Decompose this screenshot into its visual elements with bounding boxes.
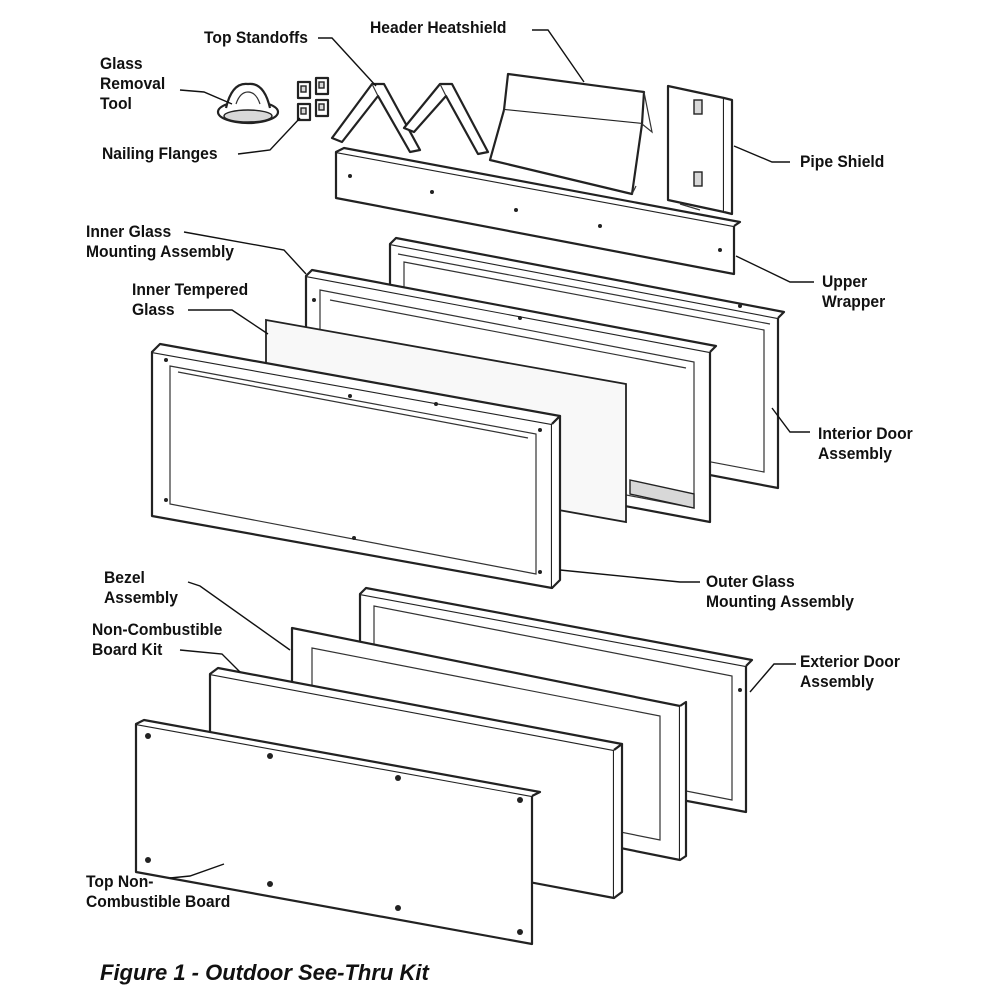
upper-wrapper-part xyxy=(334,146,742,276)
leader-lines xyxy=(169,29,814,879)
label-nailing-flanges: Nailing Flanges xyxy=(102,144,218,163)
label-inner-tempered-glass-line1: Inner Tempered xyxy=(132,280,249,299)
label-header-heatshield: Header Heatshield xyxy=(370,18,507,37)
label-pipe-shield: Pipe Shield xyxy=(800,152,885,171)
label-non-combustible-board-kit: Non-Combustible Board Kit xyxy=(92,620,222,660)
figure-caption: Figure 1 - Outdoor See-Thru Kit xyxy=(100,960,429,985)
label-top-non-combustible-board-line1: Top Non- xyxy=(86,872,154,891)
label-exterior-door-assembly: Exterior Door Assembly xyxy=(800,652,900,692)
label-bezel-assembly-line2: Assembly xyxy=(104,588,178,607)
label-glass-removal-tool: Glass Removal Tool xyxy=(100,54,165,114)
label-glass-removal-tool-line3: Tool xyxy=(100,94,132,113)
label-top-non-combustible-board-line2: Combustible Board xyxy=(86,892,231,911)
label-outer-glass-mounting-assembly-line2: Mounting Assembly xyxy=(706,592,855,611)
label-outer-glass-mounting-assembly-line1: Outer Glass xyxy=(706,572,795,591)
top-standoffs-part xyxy=(330,82,490,156)
label-top-non-combustible-board: Top Non- Combustible Board xyxy=(86,872,230,912)
label-glass-removal-tool-line2: Removal xyxy=(100,74,166,93)
label-glass-removal-tool-line1: Glass xyxy=(100,54,143,73)
pipe-shield-part xyxy=(666,84,734,216)
nailing-flanges-part xyxy=(296,76,330,122)
label-interior-door-assembly-line1: Interior Door xyxy=(818,424,913,443)
label-upper-wrapper-line1: Upper xyxy=(822,272,868,291)
label-outer-glass-mounting-assembly: Outer Glass Mounting Assembly xyxy=(706,572,854,612)
label-upper-wrapper-line2: Wrapper xyxy=(822,292,886,311)
label-non-combustible-board-kit-line2: Board Kit xyxy=(92,640,163,659)
label-exterior-door-assembly-line1: Exterior Door xyxy=(800,652,900,671)
header-heatshield-part xyxy=(488,72,653,196)
label-upper-wrapper: Upper Wrapper xyxy=(822,272,885,312)
top-non-combustible-board-part xyxy=(134,718,542,946)
label-top-standoffs: Top Standoffs xyxy=(204,28,308,47)
label-inner-glass-mounting-assembly-line2: Mounting Assembly xyxy=(86,242,235,261)
glass-removal-tool-part xyxy=(216,82,280,125)
label-bezel-assembly: Bezel Assembly xyxy=(104,568,178,608)
label-inner-glass-mounting-assembly: Inner Glass Mounting Assembly xyxy=(86,222,234,262)
label-non-combustible-board-kit-line1: Non-Combustible xyxy=(92,620,223,639)
label-interior-door-assembly-line2: Assembly xyxy=(818,444,892,463)
label-bezel-assembly-line1: Bezel xyxy=(104,568,145,587)
label-exterior-door-assembly-line2: Assembly xyxy=(800,672,874,691)
label-inner-glass-mounting-assembly-line1: Inner Glass xyxy=(86,222,172,241)
label-interior-door-assembly: Interior Door Assembly xyxy=(818,424,913,464)
label-inner-tempered-glass-line2: Glass xyxy=(132,300,175,319)
outer-glass-mounting-assembly-part xyxy=(150,342,562,590)
label-inner-tempered-glass: Inner Tempered Glass xyxy=(132,280,248,320)
